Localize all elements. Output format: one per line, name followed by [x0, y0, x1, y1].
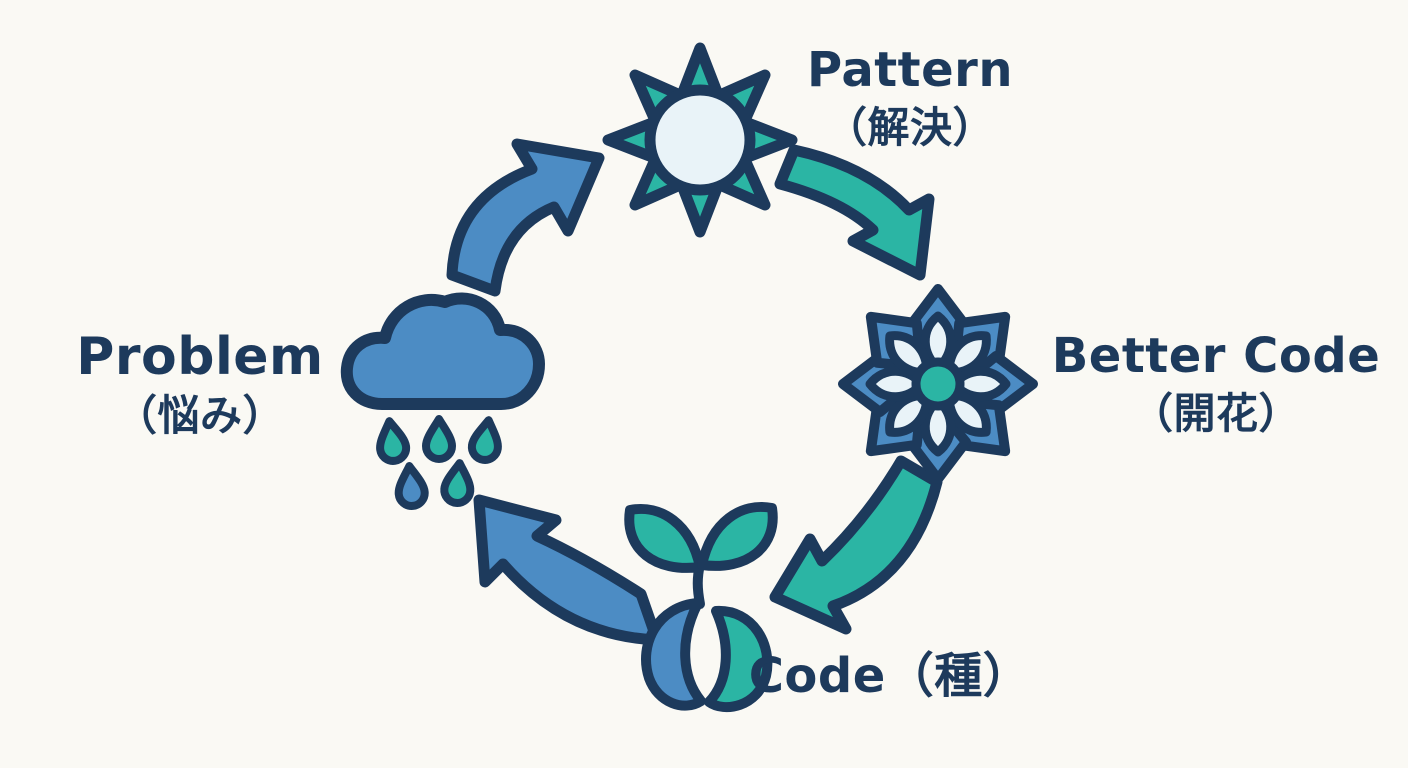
- arrow-code-problem-to-pattern: [446, 138, 605, 297]
- pattern-label: Pattern: [806, 42, 1014, 98]
- arrow-better-code-to-code: [769, 455, 943, 635]
- flower-icon: [838, 284, 1038, 484]
- seed-sprout-icon: [624, 502, 778, 713]
- raindrops: [376, 415, 502, 510]
- sprout-leaf-left: [624, 504, 705, 573]
- rain-cloud-icon: [340, 292, 545, 410]
- sun-icon: [602, 42, 798, 238]
- arrow-pattern-to-better-code: [774, 144, 935, 281]
- arrow-code-to-problem: [473, 494, 663, 646]
- raindrop-icon: [394, 462, 429, 510]
- pattern-label-group: Pattern （解決）: [760, 42, 1060, 152]
- problem-label-group: Problem （悩み）: [40, 327, 360, 441]
- cloud-body: [340, 292, 545, 410]
- flower-center: [911, 357, 965, 411]
- sun-core: [644, 84, 756, 196]
- pattern-sublabel: （解決）: [824, 102, 995, 152]
- seed-half-right: [704, 605, 773, 713]
- code-label: Code（種）: [748, 648, 1032, 704]
- flower-inner-petals: [865, 311, 1011, 457]
- seed-half-left: [641, 598, 706, 711]
- code-label-group: Code（種）: [740, 648, 1040, 704]
- problem-label: Problem: [76, 327, 324, 387]
- better-code-label: Better Code: [1051, 328, 1381, 384]
- problem-sublabel: （悩み）: [114, 391, 285, 441]
- better-code-label-group: Better Code （開花）: [1036, 328, 1396, 438]
- better-code-sublabel: （開花）: [1130, 388, 1301, 438]
- sprout-leaf-right: [697, 502, 778, 571]
- raindrop-icon: [422, 415, 456, 463]
- raindrop-icon: [440, 459, 475, 507]
- raindrop-icon: [376, 417, 411, 465]
- raindrop-icon: [467, 416, 502, 464]
